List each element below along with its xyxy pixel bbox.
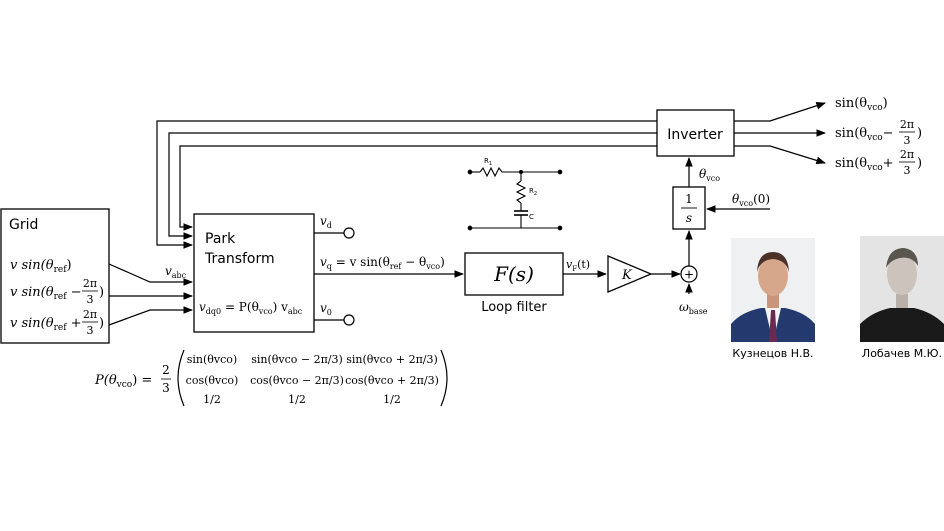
omega-base-label: ωbase — [679, 300, 708, 316]
svg-text:2π: 2π — [83, 277, 97, 290]
gain-block: K — [607, 255, 653, 293]
svg-text:3: 3 — [87, 324, 94, 337]
c-label: C — [529, 213, 534, 221]
inverter-label: Inverter — [667, 127, 723, 143]
theta-vco-label: θvco — [699, 167, 720, 183]
vf-label: vF(t) — [566, 258, 590, 273]
park-title-2: Transform — [204, 251, 275, 267]
vabc-wires — [108, 263, 193, 326]
inverter-frac-2: 2π 3 ) — [899, 118, 922, 147]
matrix-cell-r0-c1: sin(θvco − 2π/3) — [251, 353, 343, 366]
v0-label: v0 — [320, 301, 332, 317]
svg-text:): ) — [99, 316, 104, 331]
sum-plus: + — [684, 268, 694, 282]
grid-voltage-1: v sin(θref) — [10, 258, 72, 275]
svg-text:3: 3 — [904, 134, 911, 147]
matrix-cell-r1-c2: cos(θvco + 2π/3) — [345, 374, 439, 387]
integrator-block: 1 s — [672, 186, 706, 230]
matrix-right-paren — [440, 349, 448, 407]
vd-label: vd — [320, 214, 332, 230]
svg-text:): ) — [917, 156, 922, 171]
matrix-cell-r1-c1: cos(θvco − 2π/3) — [250, 374, 344, 387]
inverter-frac-3: 2π 3 ) — [899, 148, 922, 177]
gain-label: K — [621, 268, 633, 283]
matrix-cell-r2-c1: 1/2 — [288, 393, 306, 406]
park-title-1: Park — [205, 231, 236, 247]
matrix-cell-r1-c0: cos(θvco) — [186, 374, 239, 387]
park-transform-block: Park Transform vdq0 = P(θvco) vabc — [193, 213, 315, 333]
grid-block: Grid v sin(θref) v sin(θref − 2π 3 ) v s… — [0, 208, 110, 344]
park-matrix: P(θvco) = 2 3 sin(θvco) sin(θvco − 2π/3)s… — [94, 349, 448, 407]
svg-text:2π: 2π — [83, 308, 97, 321]
park-formula: vdq0 = P(θvco) vabc — [199, 300, 303, 316]
vq-label: vq = v sin(θref − θvco) — [320, 255, 445, 271]
park-box — [193, 213, 315, 333]
grid-box — [0, 208, 110, 344]
svg-text:2: 2 — [162, 363, 170, 377]
caption-lobachev: Лобачев М.Ю. — [861, 347, 943, 360]
r2-label: R2 — [529, 187, 537, 197]
matrix-cell-r0-c0: sin(θvco) — [187, 353, 237, 366]
vd-output: vd — [314, 214, 355, 239]
svg-text:3: 3 — [87, 293, 94, 306]
inverter-output-wires — [734, 102, 826, 165]
matrix-left-paren — [177, 349, 185, 407]
matrix-cell-r2-c0: 1/2 — [203, 393, 221, 406]
grid-voltage-2: v sin(θref − — [10, 285, 82, 302]
svg-text:): ) — [917, 126, 922, 141]
matrix-cell-r2-c2: 1/2 — [383, 393, 401, 406]
matrix-cell-r0-c2: sin(θvco + 2π/3) — [346, 353, 438, 366]
rc-filter-schematic — [467, 166, 563, 231]
svg-text:2π: 2π — [900, 148, 914, 161]
fs-label: F(s) — [493, 262, 534, 286]
integrator-num: 1 — [685, 192, 693, 206]
integrator-den: s — [686, 211, 692, 225]
inverter-out-1: sin(θvco) — [835, 96, 888, 113]
initial-condition-label: θvco(0) — [732, 192, 770, 208]
inverter-feedback-wires — [156, 120, 657, 249]
summing-junction: + — [680, 265, 698, 283]
r1-label: R1 — [484, 157, 492, 167]
portrait-kuznetsov — [731, 238, 815, 342]
inverter-out-2: sin(θvco− — [835, 126, 894, 143]
matrix-lhs: P(θvco) = — [94, 373, 152, 390]
svg-text:): ) — [99, 285, 104, 300]
svg-text:3: 3 — [162, 381, 170, 395]
grid-title: Grid — [9, 217, 38, 233]
vd-terminal — [343, 227, 355, 239]
v0-output: v0 — [314, 301, 355, 326]
loop-filter-caption: Loop filter — [481, 300, 547, 315]
portrait-lobachev — [860, 236, 944, 342]
grid-frac-3: 2π 3 ) — [82, 308, 104, 337]
vq-output: vq = v sin(θref − θvco) — [314, 255, 464, 278]
grid-voltage-3: v sin(θref + — [10, 316, 82, 333]
vabc-label: vabc — [165, 264, 187, 280]
inverter-block: Inverter — [656, 109, 735, 157]
caption-kuznetsov: Кузнецов Н.В. — [732, 347, 814, 360]
svg-text:3: 3 — [904, 164, 911, 177]
svg-text:2π: 2π — [900, 118, 914, 131]
v0-terminal — [343, 314, 355, 326]
resistor-r1 — [479, 166, 503, 178]
inverter-out-3: sin(θvco+ — [835, 156, 894, 173]
grid-frac-2: 2π 3 ) — [82, 277, 104, 306]
matrix-coefficient: 2 3 — [161, 363, 171, 395]
loop-filter-block: F(s) Loop filter — [464, 252, 564, 315]
resistor-r2 — [515, 180, 527, 204]
